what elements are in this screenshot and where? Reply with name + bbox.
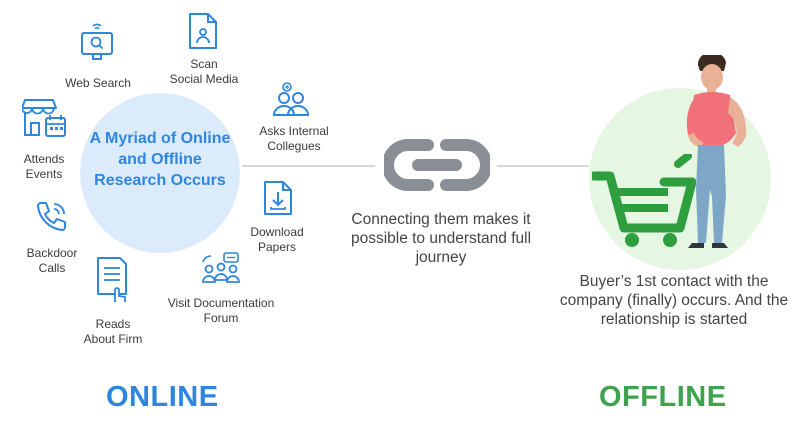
label-backdoor-calls: Backdoor Calls [16,246,88,276]
label-web-search: Web Search [65,76,131,90]
phone-call-icon [37,202,66,231]
chain-link-icon [384,139,490,191]
research-circle-text: A Myriad of Online and Offline Research … [89,130,231,189]
label-asks-line1: Asks Internal [259,124,329,138]
forum-people-icon [202,252,240,283]
label-scan-line2: Social Media [169,72,239,86]
label-asks-internal: Asks Internal Collegues [246,124,342,154]
social-media-document-icon [189,13,217,49]
download-document-icon [264,181,292,215]
connector-line-left [242,165,375,167]
research-circle [80,93,240,253]
label-forum-line2: Forum [203,311,239,325]
colleagues-icon [272,82,310,116]
offline-label: OFFLINE [599,381,727,413]
label-scan-line1: Scan [190,57,218,71]
label-forum-line1: Visit Documentation [167,296,275,310]
shopping-cart-icon [592,154,696,247]
document-read-icon [97,257,127,302]
label-attends-line1: Attends [23,152,65,166]
connector-line-right [497,165,589,167]
label-scan-social: Scan Social Media [158,57,250,87]
person-illustration [686,55,747,248]
label-reads-line1: Reads [95,317,131,331]
label-backdoor-line1: Backdoor [26,246,78,260]
label-attends-events: Attends Events [8,152,80,182]
label-reads-line2: About Firm [83,332,143,346]
label-download-line1: Download [250,225,304,239]
connector-text: Connecting them makes it possible to und… [350,211,532,266]
monitor-search-icon [81,23,113,60]
label-attends-line2: Events [25,167,63,181]
label-download-papers: Download Papers [240,225,314,255]
event-store-icon [22,99,66,137]
label-visit-forum: Visit Documentation Forum [156,296,286,326]
label-download-line2: Papers [257,240,297,254]
label-asks-line2: Collegues [267,139,321,153]
label-reads-firm: Reads About Firm [76,317,150,347]
online-label: ONLINE [106,381,219,413]
buyer-contact-text: Buyer’s 1st contact with the company (fi… [559,273,789,328]
label-backdoor-line2: Calls [38,261,66,275]
